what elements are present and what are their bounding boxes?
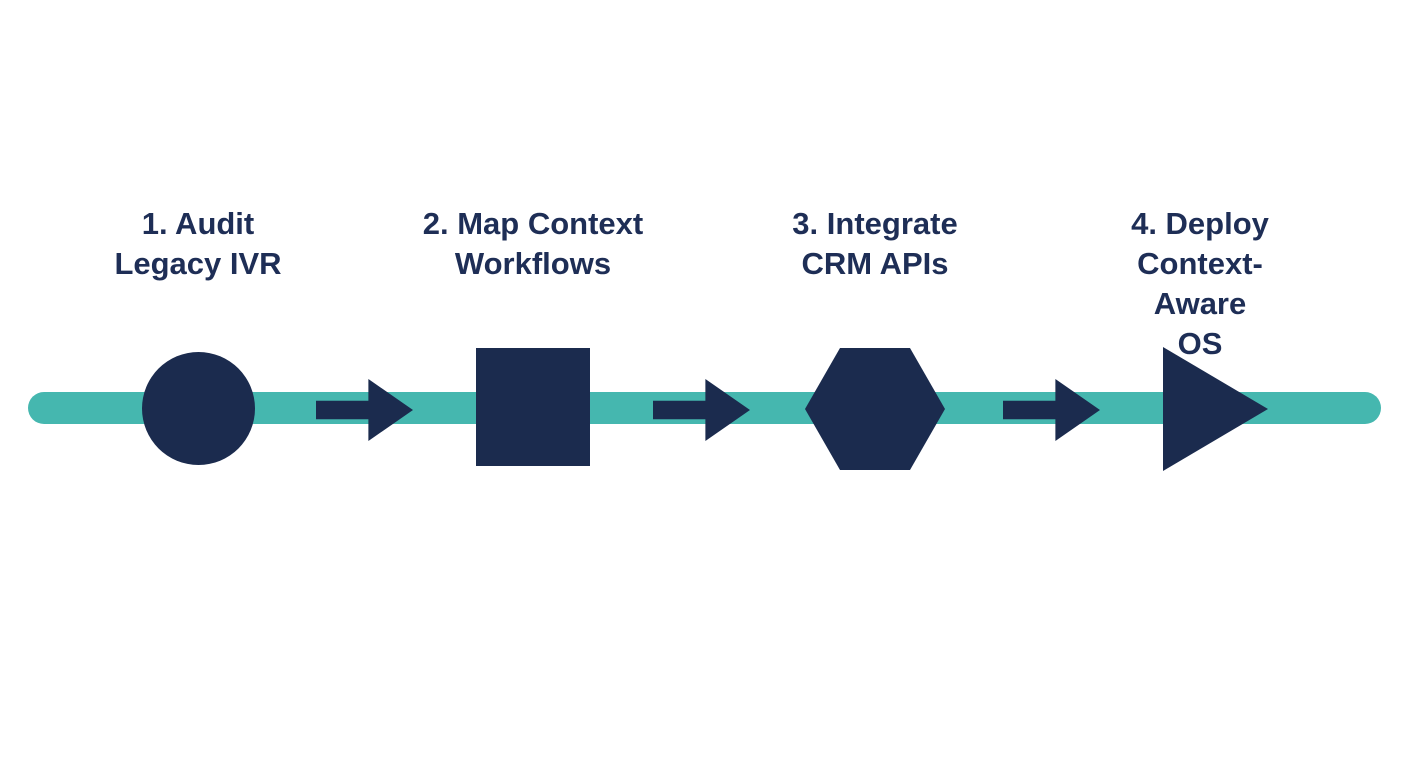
arrow-right-icon [316,379,413,441]
step-1-circle-shape [142,352,255,465]
arrow-right-icon [653,379,750,441]
step-4-label: 4. Deploy Context-Aware OS [1131,206,1269,361]
step-3-label: 3. Integrate CRM APIs [792,206,958,281]
arrow-right-icon [1003,379,1100,441]
step-3-hexagon-shape [805,348,945,470]
step-2-label: 2. Map Context Workflows [422,206,644,281]
step-2-square-shape [476,348,590,466]
step-4-triangle-shape [1163,347,1268,471]
step-1-label: 1. Audit Legacy IVR [114,206,282,281]
